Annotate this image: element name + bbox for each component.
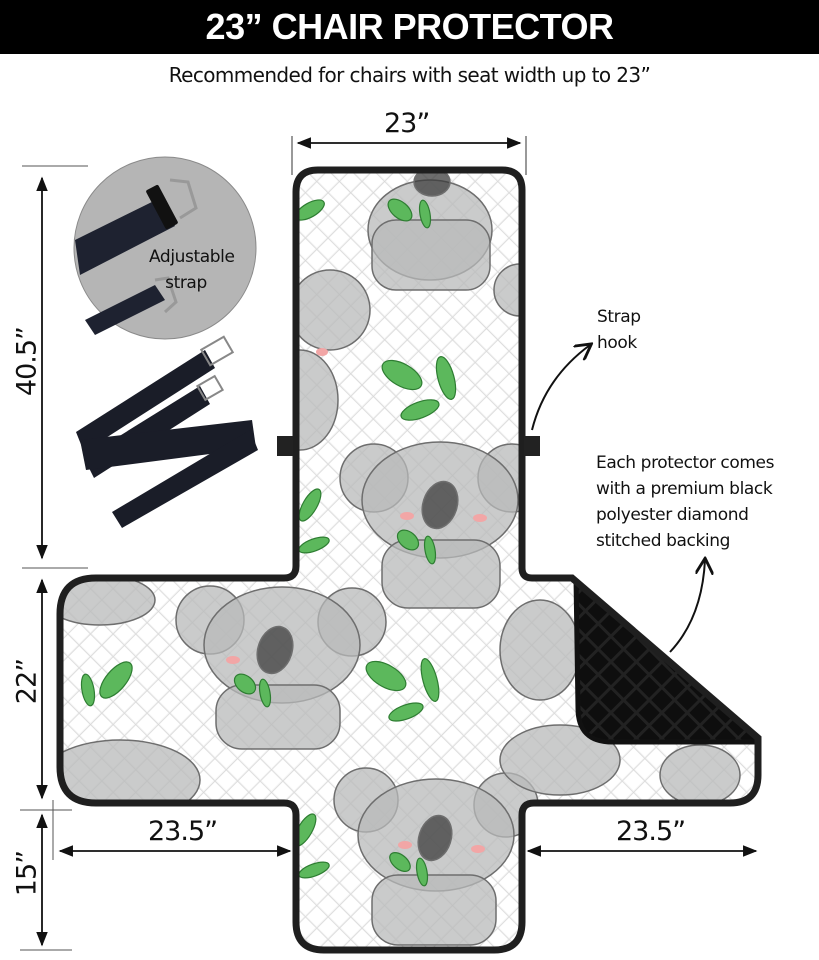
dimension-back-label: 40.5” [11,326,43,397]
backing-arrow-icon [669,560,705,653]
subtitle: Recommended for chairs with seat width u… [168,63,651,87]
dimension-top-label: 23” [384,108,430,139]
leaf-icon [80,198,457,887]
strap-label: Adjustable strap [149,247,235,293]
koala-cheeks [226,348,487,853]
dimension-left-arm-label: 23.5” [148,816,218,847]
strap-image [73,156,257,340]
dimension-seat-label: 22” [11,658,43,705]
strap-hook-label: Strap hook [597,307,641,353]
page-title: 23” CHAIR PROTECTOR [205,6,614,47]
dimension-front-label: 15” [11,850,43,897]
strap-bundle [76,335,258,528]
strap-hook-right [524,436,540,456]
hook-arrow-icon [531,345,590,431]
title-bar: 23” CHAIR PROTECTOR [0,0,819,54]
protector-outline [56,166,762,954]
dimension-right-arm-label: 23.5” [616,816,686,847]
backing-label: Each protector comes with a premium blac… [596,453,775,551]
strap-hook-left [277,436,293,456]
